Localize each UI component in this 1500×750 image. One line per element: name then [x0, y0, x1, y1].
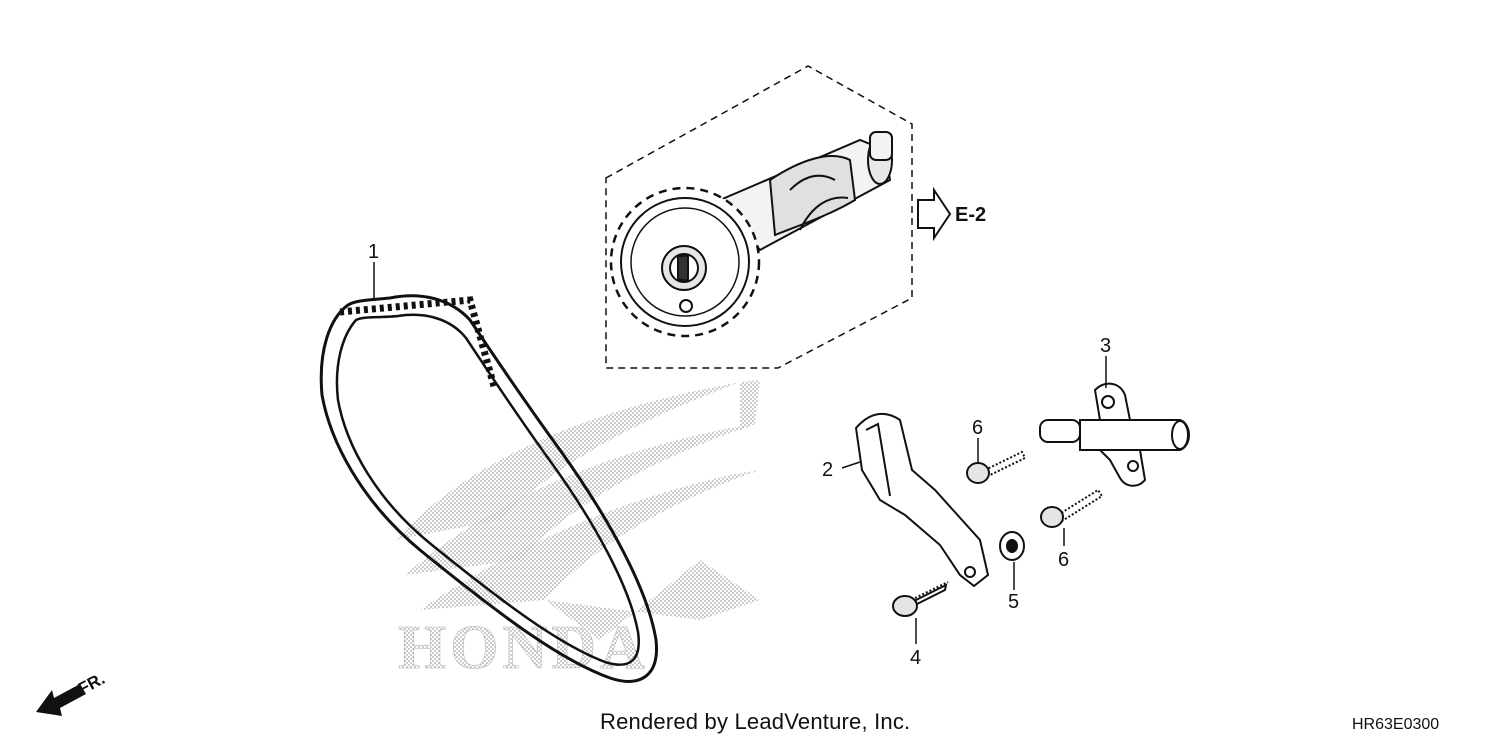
- washer-5: [999, 531, 1025, 561]
- tensioner-arm: [854, 412, 990, 588]
- watermark-text: HONDA: [398, 614, 649, 682]
- reference-arrow-e2: E-2: [917, 186, 986, 242]
- diagram-code: HR63E0300: [1352, 716, 1440, 733]
- callout-4: 4: [910, 647, 921, 669]
- cam-chain: [319, 294, 658, 683]
- bolt-6-upper: [966, 450, 1027, 484]
- tensioner-lifter: [1039, 382, 1190, 487]
- camshaft-assembly-outline: [605, 65, 913, 369]
- front-direction-arrow: FR.: [36, 669, 108, 716]
- camshaft-assembly: [609, 131, 893, 338]
- callout-3: 3: [1100, 335, 1111, 357]
- bolt-4: [892, 581, 949, 617]
- reference-label: E-2: [955, 204, 986, 226]
- callout-5: 5: [1008, 591, 1019, 613]
- callout-2: 2: [822, 459, 833, 481]
- bolt-6-lower: [1040, 488, 1104, 528]
- callout-6-lower: 6: [1058, 549, 1069, 571]
- callout-1: 1: [368, 241, 379, 263]
- callout-6-upper: 6: [972, 417, 983, 439]
- leader-lines: [373, 262, 1107, 644]
- credit-text: Rendered by LeadVenture, Inc.: [600, 709, 911, 734]
- honda-wing-watermark: HONDA: [395, 380, 760, 682]
